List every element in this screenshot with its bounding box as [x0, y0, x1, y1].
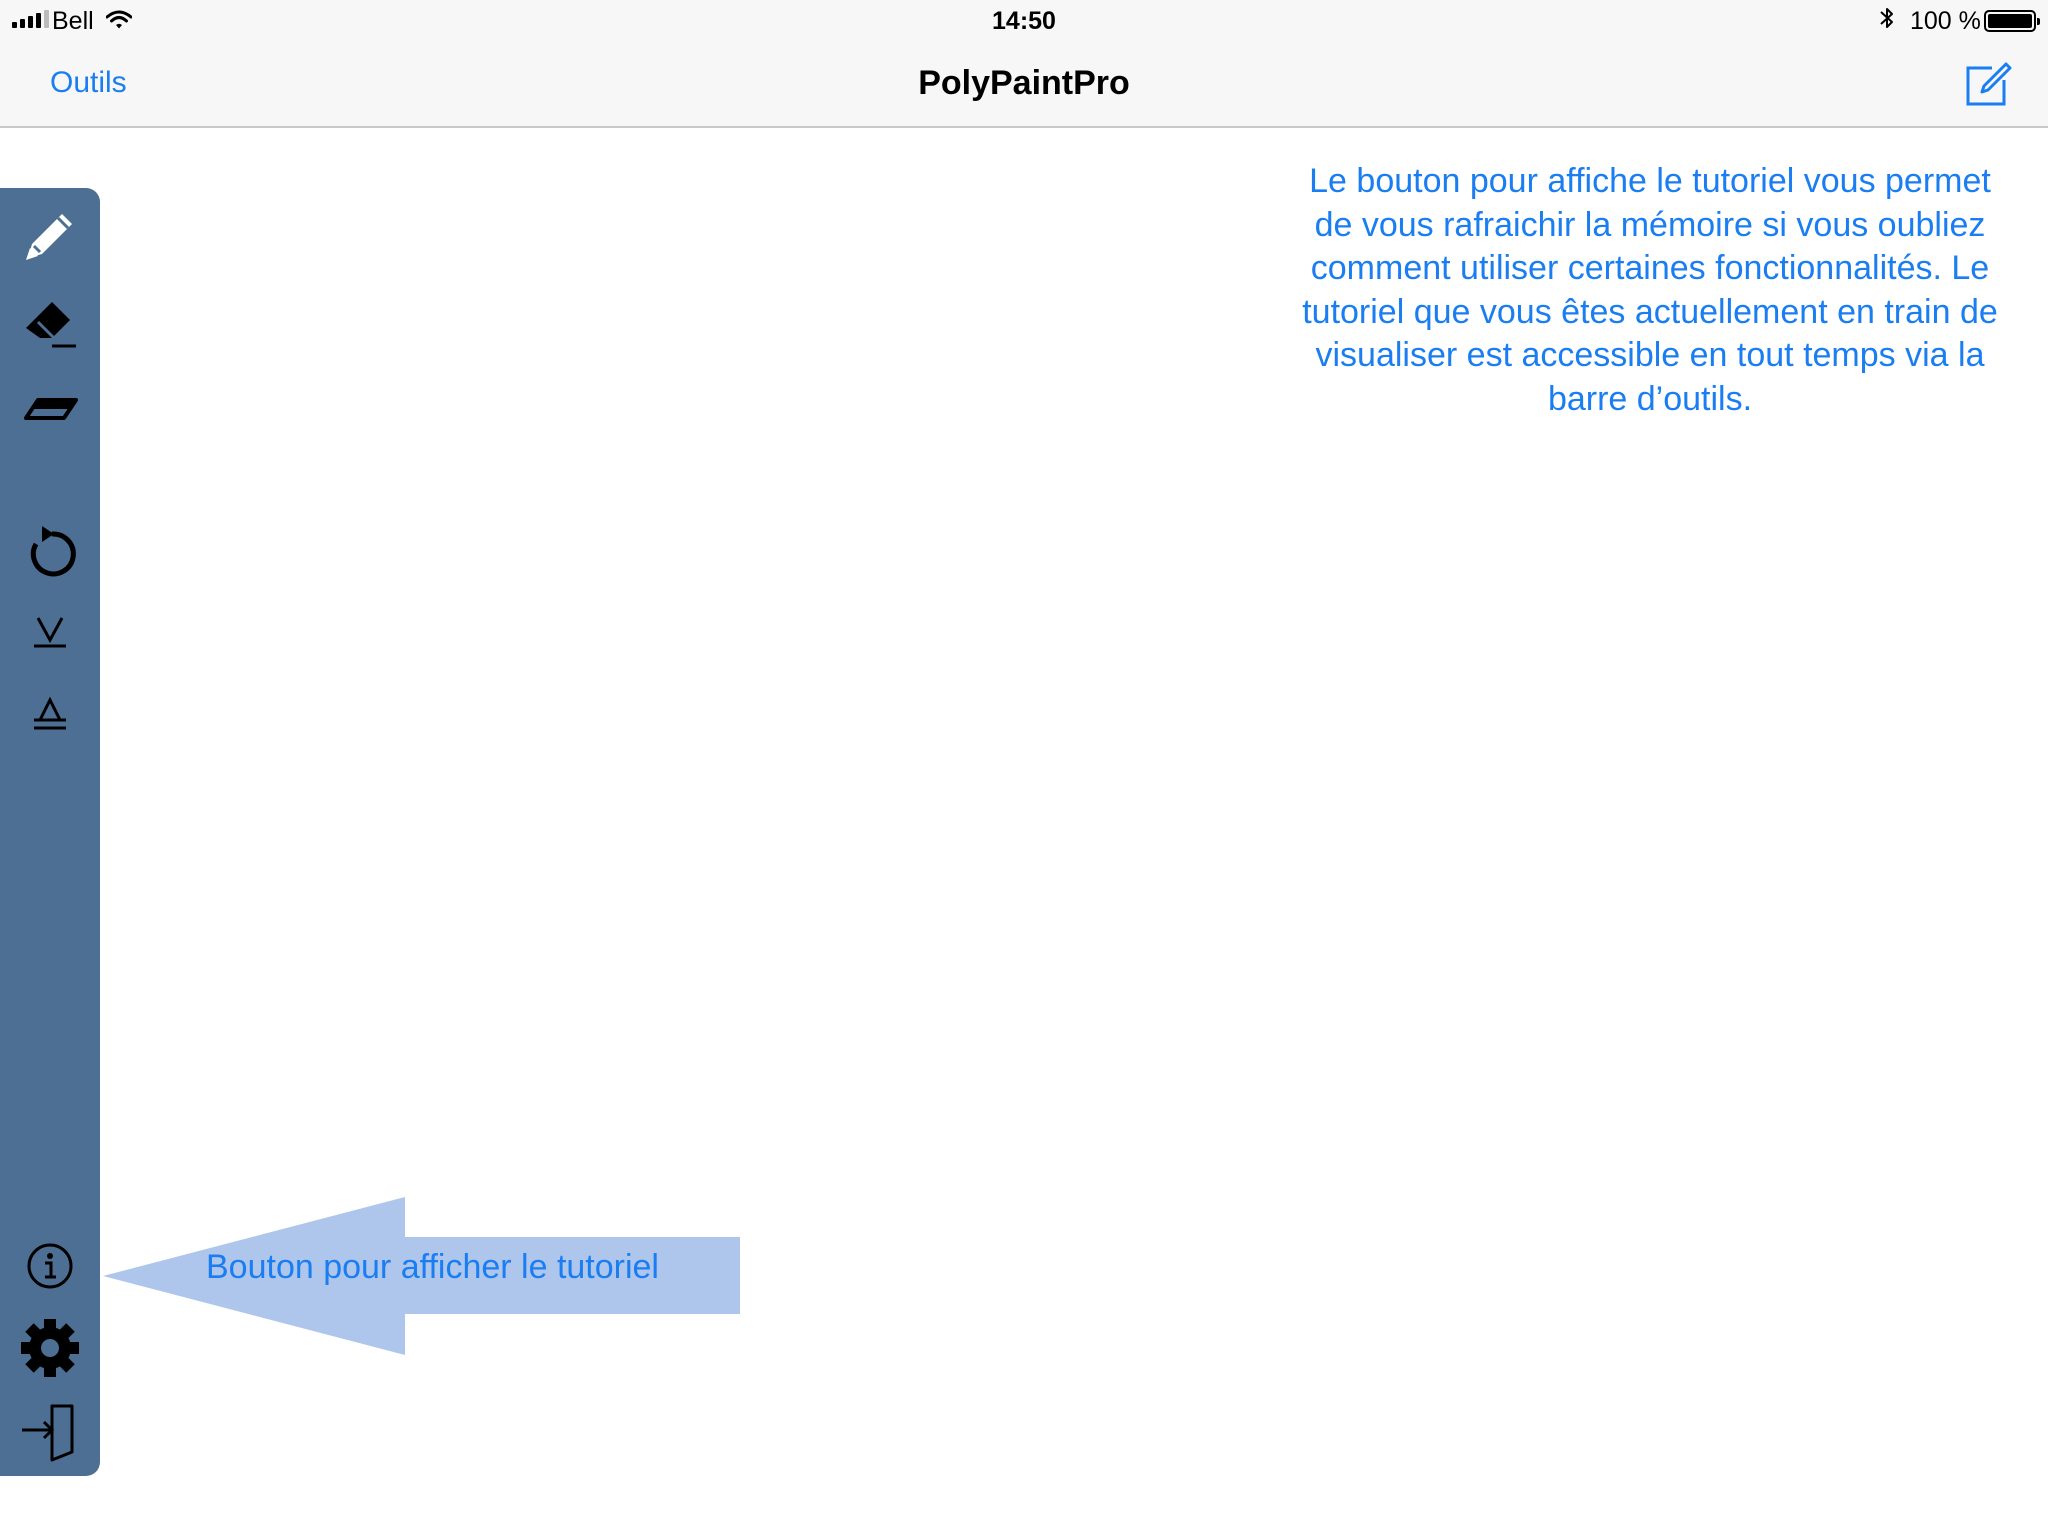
compose-icon[interactable] — [1964, 60, 2014, 108]
clock: 14:50 — [992, 7, 1056, 35]
tutorial-description: Le bouton pour affiche le tutoriel vous … — [1302, 162, 1998, 418]
status-bar: Bell 14:50 100 % — [0, 0, 2048, 40]
tools-back-button[interactable]: Outils — [50, 66, 127, 99]
bluetooth-icon — [1878, 6, 1896, 37]
battery-percent: 100 % — [1910, 7, 1981, 35]
exit-icon[interactable] — [12, 1396, 88, 1468]
tutorial-arrow — [103, 1197, 740, 1355]
tutorial-arrow-label: Bouton pour afficher le tutoriel — [206, 1248, 659, 1286]
battery-icon — [1984, 10, 2040, 32]
side-toolbar — [0, 188, 100, 1476]
pencil-icon[interactable] — [12, 200, 88, 272]
stroke-eraser-icon[interactable] — [12, 286, 88, 358]
page-title: PolyPaintPro — [918, 64, 1130, 102]
send-backward-icon[interactable] — [12, 596, 88, 668]
carrier-label: Bell — [52, 7, 94, 35]
point-eraser-icon[interactable] — [12, 368, 88, 440]
undo-icon[interactable] — [12, 516, 88, 588]
navigation-bar: Outils PolyPaintPro — [0, 40, 2048, 128]
gear-icon[interactable] — [12, 1312, 88, 1384]
signal-icon — [12, 10, 49, 28]
wifi-icon — [105, 8, 133, 37]
info-icon[interactable] — [12, 1230, 88, 1302]
bring-forward-icon[interactable] — [12, 676, 88, 748]
